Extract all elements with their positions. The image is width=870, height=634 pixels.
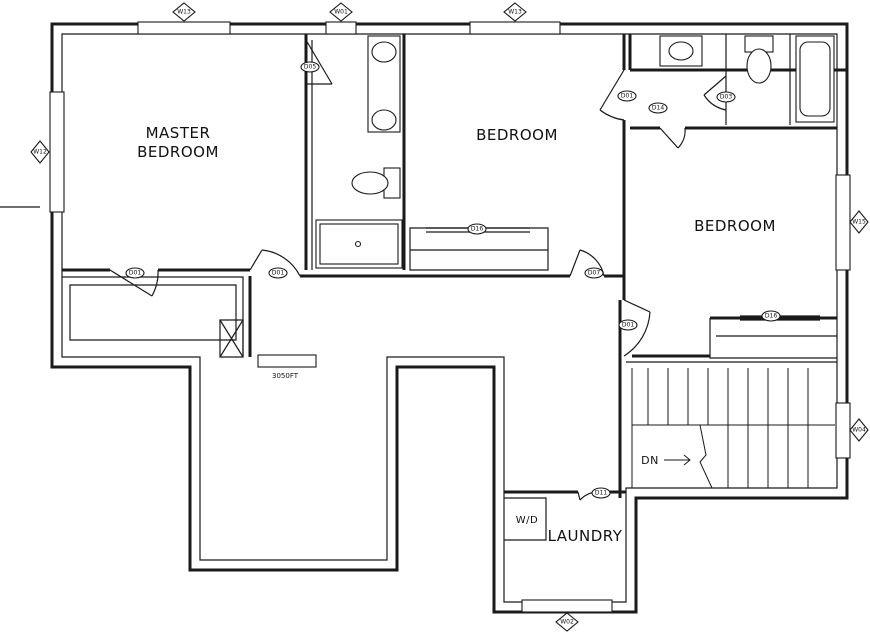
svg-text:D05: D05 [304, 64, 316, 71]
door-master-closet [109, 269, 159, 297]
svg-text:W13: W13 [508, 9, 522, 16]
door-hall-bath [599, 69, 625, 121]
door-bath-inner [659, 127, 686, 149]
doors [109, 39, 820, 501]
svg-text:W12: W12 [33, 149, 47, 156]
label-opening: 3050FT [272, 372, 299, 380]
svg-text:W01: W01 [334, 9, 348, 16]
window-bottom-laundry [521, 599, 613, 613]
svg-text:W13: W13 [177, 9, 191, 16]
window-right-bedroom [835, 174, 851, 271]
door-tag-9: D16 [761, 310, 781, 322]
door-tag-5: D01 [617, 90, 637, 102]
door-tag-10: D01 [618, 319, 638, 331]
svg-text:W04: W04 [852, 427, 866, 434]
svg-text:D01: D01 [129, 270, 141, 277]
door-tag-6: D14 [648, 102, 668, 114]
windows [49, 21, 851, 613]
window-top-master [137, 21, 231, 35]
window-tag-3: W13 [503, 2, 527, 22]
room-labels: MASTER BEDROOM BEDROOM BEDROOM LAUNDRY W… [137, 124, 776, 545]
label-washer-dryer: W/D [516, 515, 538, 526]
svg-text:D01: D01 [621, 93, 633, 100]
window-tag-4: W12 [30, 140, 50, 164]
svg-text:D11: D11 [595, 490, 607, 497]
door-master-bedroom [249, 249, 301, 277]
window-top-bath [325, 21, 357, 35]
stairs [631, 368, 835, 489]
svg-text:D16: D16 [765, 313, 777, 320]
door-tags: D05 D01 D01 D07 D01 D14 D03 D16 [125, 61, 781, 499]
door-right-bedroom [623, 299, 651, 357]
opening-garage [257, 354, 317, 368]
svg-text:D03: D03 [720, 94, 732, 101]
master-bath-fixtures [315, 35, 403, 269]
window-left-master [49, 91, 65, 213]
window-tag-7: W02 [555, 612, 579, 632]
label-stair-direction: DN [641, 454, 659, 467]
window-top-bedroom [469, 21, 561, 35]
svg-text:W15: W15 [852, 219, 866, 226]
door-tag-11: D11 [591, 487, 611, 499]
door-tag-1: D05 [300, 61, 320, 73]
svg-text:D01: D01 [272, 270, 284, 277]
door-master-bath [305, 39, 333, 85]
window-tag-6: W04 [849, 418, 869, 442]
door-tag-2: D01 [125, 267, 145, 279]
label-laundry: LAUNDRY [548, 527, 623, 545]
svg-text:D07: D07 [588, 270, 600, 277]
label-bedroom-right: BEDROOM [694, 217, 776, 235]
door-toilet [703, 75, 727, 111]
label-master-bedroom-line1: MASTER [146, 124, 211, 142]
window-tags: W13 W01 W13 W12 W15 W04 W02 [30, 2, 869, 632]
interior-walls [62, 34, 848, 541]
hall-bath-fixtures [659, 35, 835, 123]
exterior-walls [50, 22, 849, 614]
svg-text:D14: D14 [652, 105, 664, 112]
window-tag-1: W13 [172, 2, 196, 22]
svg-text:D01: D01 [622, 322, 634, 329]
door-tag-8: D16 [467, 223, 487, 235]
window-right-stair [835, 402, 851, 459]
window-tag-5: W15 [849, 210, 869, 234]
svg-text:D16: D16 [471, 226, 483, 233]
window-tag-2: W01 [329, 2, 353, 22]
label-master-bedroom-line2: BEDROOM [137, 143, 219, 161]
door-tag-4: D07 [584, 267, 604, 279]
door-tag-7: D03 [716, 91, 736, 103]
label-bedroom-center: BEDROOM [476, 126, 558, 144]
svg-text:W02: W02 [560, 619, 574, 626]
door-tag-3: D01 [268, 267, 288, 279]
